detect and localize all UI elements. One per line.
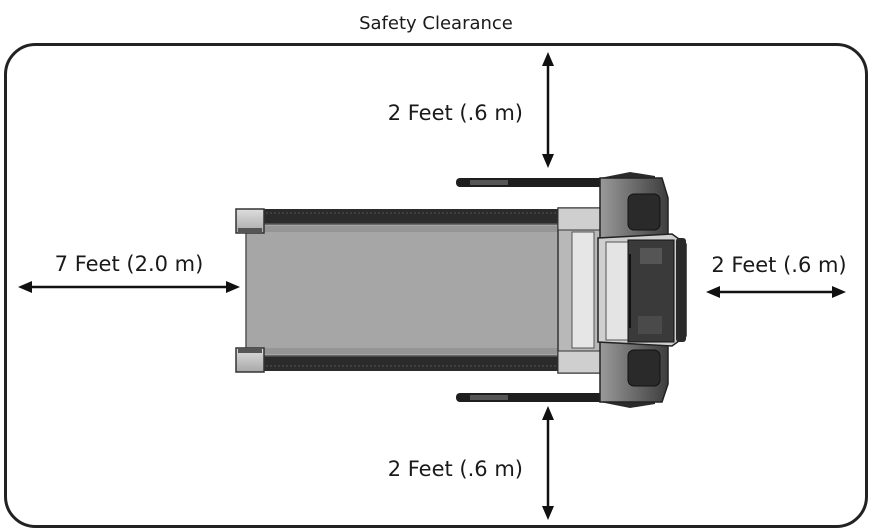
treadmill <box>235 172 687 408</box>
side-pod-bottom <box>627 349 661 387</box>
clearance-label-left: 7 Feet (2.0 m) <box>55 252 204 276</box>
frame-rail-bottom <box>262 354 592 371</box>
frame-rail-top <box>262 209 592 226</box>
side-pod-top <box>627 193 661 231</box>
clearance-label-right: 2 Feet (.6 m) <box>711 253 846 277</box>
arrow-top <box>542 52 554 168</box>
clearance-boundary <box>4 43 868 528</box>
arrow-left <box>18 281 240 293</box>
rear-end-cap-top <box>235 208 265 234</box>
arrow-right <box>706 286 846 298</box>
arrow-bottom <box>542 406 554 520</box>
clearance-label-top: 2 Feet (.6 m) <box>388 101 523 125</box>
running-belt <box>245 223 573 357</box>
clearance-label-bottom: 2 Feet (.6 m) <box>388 457 523 481</box>
rear-end-cap-bottom <box>235 347 265 373</box>
diagram-title: Safety Clearance <box>359 13 513 34</box>
console-display <box>597 233 687 347</box>
